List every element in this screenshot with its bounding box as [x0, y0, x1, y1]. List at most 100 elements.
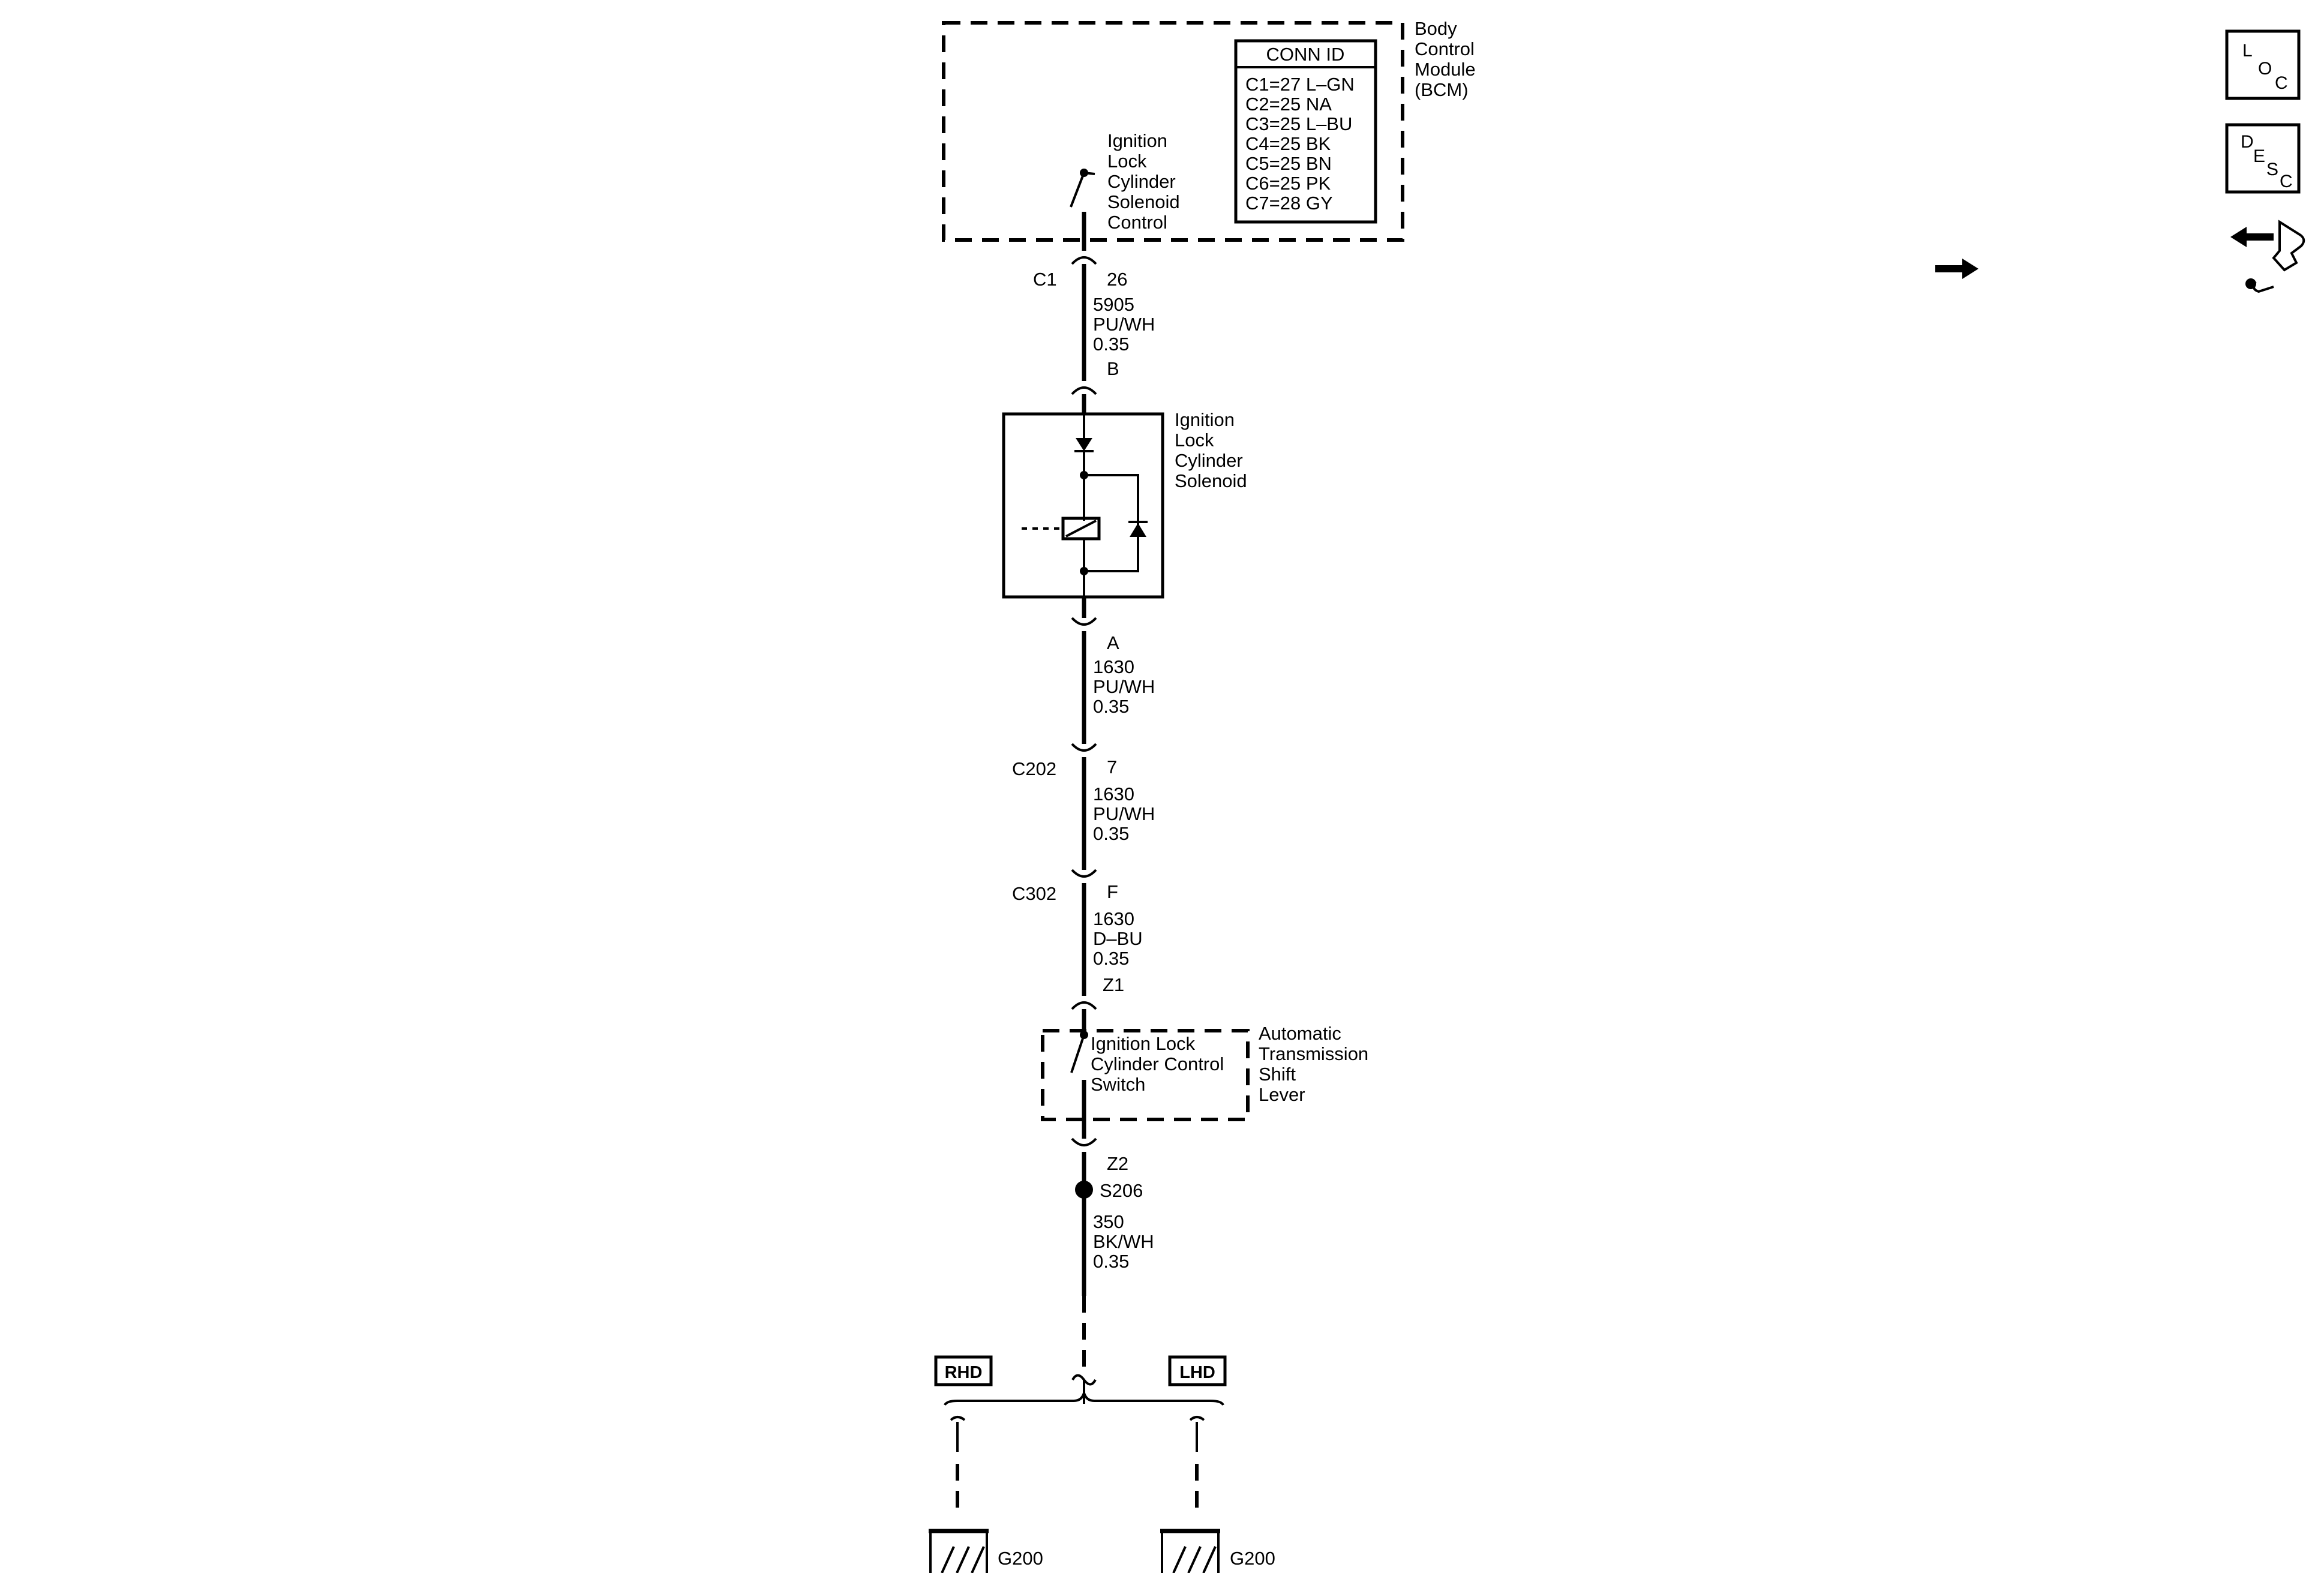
svg-text:E: E: [2253, 146, 2265, 166]
connector-c302-pin: F: [1107, 881, 1118, 902]
control-switch-symbol: [1070, 1034, 1085, 1073]
switch-pin-z2-symbol: [1071, 1137, 1097, 1146]
svg-text:C: C: [2275, 73, 2288, 93]
ground-right-label: G200: [1230, 1548, 1275, 1569]
connector-end-view-icon[interactable]: [1935, 220, 2305, 293]
connector-c1-label: C1: [1033, 269, 1057, 290]
switch-pin-z2-label: Z2: [1107, 1153, 1128, 1174]
location-icon[interactable]: L O C: [2225, 29, 2301, 100]
solenoid-coil-symbol: [1061, 517, 1101, 541]
bcm-module: Body Control Module (BCM) CONN ID C1=27 …: [942, 18, 1476, 242]
ground-left-connector: [950, 1416, 966, 1421]
option-rhd: RHD: [934, 1355, 993, 1386]
option-lhd-label: LHD: [1179, 1363, 1215, 1382]
svg-text:Ignition Lock Cyli: Ignition Lock Cylinder Solenoid Control: [1107, 130, 1185, 233]
connector-c202-label: C202: [1012, 758, 1056, 779]
c302-gauge: 0.35: [1093, 948, 1129, 969]
option-rhd-label: RHD: [945, 1363, 983, 1382]
solenoid-label-line: Solenoid: [1175, 470, 1247, 491]
splice-circuit: 350: [1093, 1211, 1124, 1232]
suppression-diode-symbol: [1130, 523, 1146, 537]
c202-color: PU/WH: [1093, 803, 1155, 824]
svg-text:1630 D–BU 0.35: 1630 D–BU 0.35: [1093, 908, 1148, 969]
switch-label-line: Switch: [1091, 1074, 1145, 1095]
wire-1-gauge: 0.35: [1093, 334, 1129, 355]
bcm-control-label-line: Solenoid: [1107, 191, 1180, 212]
conn-id-row: C6=25 PK: [1245, 173, 1331, 194]
splice-color: BK/WH: [1093, 1231, 1154, 1252]
switch-label-line: Ignition Lock: [1091, 1033, 1196, 1054]
ground-option-brace: [944, 1389, 1224, 1406]
svg-text:S: S: [2266, 160, 2278, 179]
solenoid-pin-b-label: B: [1107, 358, 1119, 379]
bcm-control-switch-symbol: [1070, 169, 1095, 240]
assembly-label-line: Transmission: [1259, 1043, 1368, 1064]
bcm-label-line: Body: [1415, 18, 1457, 39]
ground-g200-right: [1160, 1416, 1220, 1573]
svg-text:5905 PU/WH 0.35: 5905 PU/WH 0.35: [1093, 294, 1160, 355]
c302-circuit: 1630: [1093, 908, 1134, 929]
switch-pin-z1-symbol: [1071, 1001, 1097, 1010]
conn-id-title: CONN ID: [1266, 44, 1345, 65]
svg-text:C1=27 L–GN C2=25 NA: C1=27 L–GN C2=25 NA C3=25 L–BU C4=25 BK …: [1245, 74, 1359, 214]
connector-c1-pin: 26: [1107, 269, 1127, 290]
solenoid-pin-b-symbol: [1071, 386, 1097, 395]
wire-1-circuit: 5905: [1093, 294, 1134, 315]
assembly-label-line: Shift: [1259, 1064, 1296, 1085]
splice-s206-dot: [1075, 1181, 1093, 1199]
svg-text:1630 PU/WH 0.35: 1630 PU/WH 0.35: [1093, 656, 1160, 717]
wire-2-circuit: 1630: [1093, 656, 1134, 677]
svg-text:L: L: [2242, 41, 2253, 61]
switch-pin-z1-label: Z1: [1103, 974, 1124, 995]
ground-right-connector: [1189, 1416, 1205, 1421]
wire-2-color: PU/WH: [1093, 676, 1155, 697]
bcm-label-line: Control: [1415, 38, 1475, 59]
svg-text:Automatic Transmission: Automatic Transmission Shift Lever: [1259, 1023, 1374, 1105]
assembly-label-line: Automatic: [1259, 1023, 1341, 1044]
conn-id-row: C1=27 L–GN: [1245, 74, 1355, 95]
solenoid-pin-a-symbol: [1071, 617, 1097, 626]
bcm-control-label-line: Cylinder: [1107, 171, 1176, 192]
bcm-control-label-line: Control: [1107, 212, 1167, 233]
bcm-control-label-line: Lock: [1107, 151, 1147, 172]
conn-id-row: C5=25 BN: [1245, 153, 1332, 174]
wire-2-gauge: 0.35: [1093, 696, 1129, 717]
ground-wire: [944, 1119, 1224, 1406]
conn-id-row: C3=25 L–BU: [1245, 113, 1352, 134]
switch-label-line: Cylinder Control: [1091, 1053, 1224, 1074]
solenoid-pin-a-label: A: [1107, 632, 1119, 653]
wire-segment-2: [1071, 597, 1097, 1032]
svg-text:O: O: [2258, 59, 2272, 79]
bcm-label-line: (BCM): [1415, 79, 1469, 100]
splice-gauge: 0.35: [1093, 1251, 1129, 1272]
splice-s206-label: S206: [1100, 1180, 1143, 1201]
bcm-control-label-line: Ignition: [1107, 130, 1167, 151]
svg-text:C: C: [2280, 172, 2293, 191]
connector-c1-symbol: [1071, 256, 1097, 265]
c202-gauge: 0.35: [1093, 823, 1129, 844]
ignition-lock-cylinder-solenoid: [1002, 412, 1164, 599]
main-wire: [1071, 240, 1097, 414]
series-diode-symbol: [1076, 438, 1092, 451]
c202-circuit: 1630: [1093, 784, 1134, 804]
description-icon[interactable]: D E S C: [2225, 123, 2301, 194]
svg-text:Ignition Lock Cylinder: Ignition Lock Cylinder Solenoid: [1175, 409, 1248, 491]
shift-lever-outline: [1041, 1029, 1250, 1121]
ground-left-label: G200: [998, 1548, 1043, 1569]
connector-c302-symbol: [1071, 869, 1097, 878]
c302-color: D–BU: [1093, 928, 1143, 949]
svg-text:D: D: [2241, 132, 2254, 152]
conn-id-row: C2=25 NA: [1245, 94, 1332, 115]
svg-text:Ignition Lock Cylinder Con: Ignition Lock Cylinder Control Switch: [1091, 1033, 1229, 1095]
connector-c202-symbol: [1071, 743, 1097, 752]
connector-c302-label: C302: [1012, 883, 1056, 904]
svg-text:1630 PU/WH 0.35: 1630 PU/WH 0.35: [1093, 784, 1160, 844]
conn-id-row: C7=28 GY: [1245, 193, 1333, 214]
conn-id-row: C4=25 BK: [1245, 133, 1331, 154]
option-lhd: LHD: [1168, 1355, 1227, 1386]
bcm-outline: [942, 21, 1404, 242]
ground-g200-left: [929, 1416, 989, 1573]
solenoid-label-line: Cylinder: [1175, 450, 1243, 471]
solenoid-label-line: Ignition: [1175, 409, 1235, 430]
